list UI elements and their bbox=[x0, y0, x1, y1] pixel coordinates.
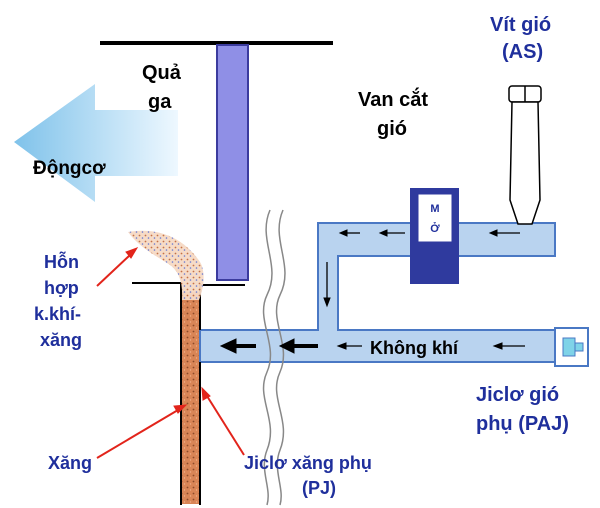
pj-label-line2: (PJ) bbox=[302, 478, 336, 498]
mixture-label-line2: hợp bbox=[44, 278, 79, 298]
mixture-label-line4: xăng bbox=[40, 330, 82, 350]
engine-arrow-icon bbox=[14, 84, 178, 202]
throttle-label-line2: ga bbox=[148, 91, 172, 113]
pointer-arrows bbox=[96, 247, 245, 459]
flow-wave-1 bbox=[275, 209, 286, 506]
mixture-label-line1: Hỗn bbox=[44, 251, 79, 272]
engine-label: Độngcơ bbox=[33, 158, 106, 179]
screw-icon bbox=[508, 85, 542, 225]
air-cut-valve-label-line2: gió bbox=[377, 118, 407, 140]
paj-label-line1: Jiclơ gió bbox=[476, 384, 559, 406]
pj-label-line1: Jiclơ xăng phụ bbox=[244, 453, 372, 473]
paj-label-line2: phụ (PAJ) bbox=[476, 413, 569, 435]
air-screw-label-line2: (AS) bbox=[502, 41, 543, 63]
flow-arrows-lower bbox=[219, 338, 525, 354]
valve-text-m: M bbox=[430, 203, 439, 215]
fuel-label: Xăng bbox=[48, 453, 92, 473]
flow-arrows-upper bbox=[323, 229, 520, 308]
air-label: Không khí bbox=[370, 338, 459, 358]
air-jet-icon bbox=[554, 327, 589, 367]
mixture-label-line3: k.khí- bbox=[34, 304, 81, 324]
throttle-label-line1: Quả bbox=[142, 62, 182, 84]
air-cut-valve-label-line1: Van cắt bbox=[358, 87, 428, 111]
mixture-plume bbox=[128, 230, 204, 300]
throttle-valve bbox=[216, 44, 249, 281]
air-screw-label-line1: Vít gió bbox=[490, 14, 551, 36]
flow-wave-2 bbox=[262, 209, 273, 506]
valve-text-o: Ở bbox=[430, 222, 440, 235]
fuel-column bbox=[182, 292, 199, 504]
solenoid-valve-icon bbox=[410, 188, 459, 284]
